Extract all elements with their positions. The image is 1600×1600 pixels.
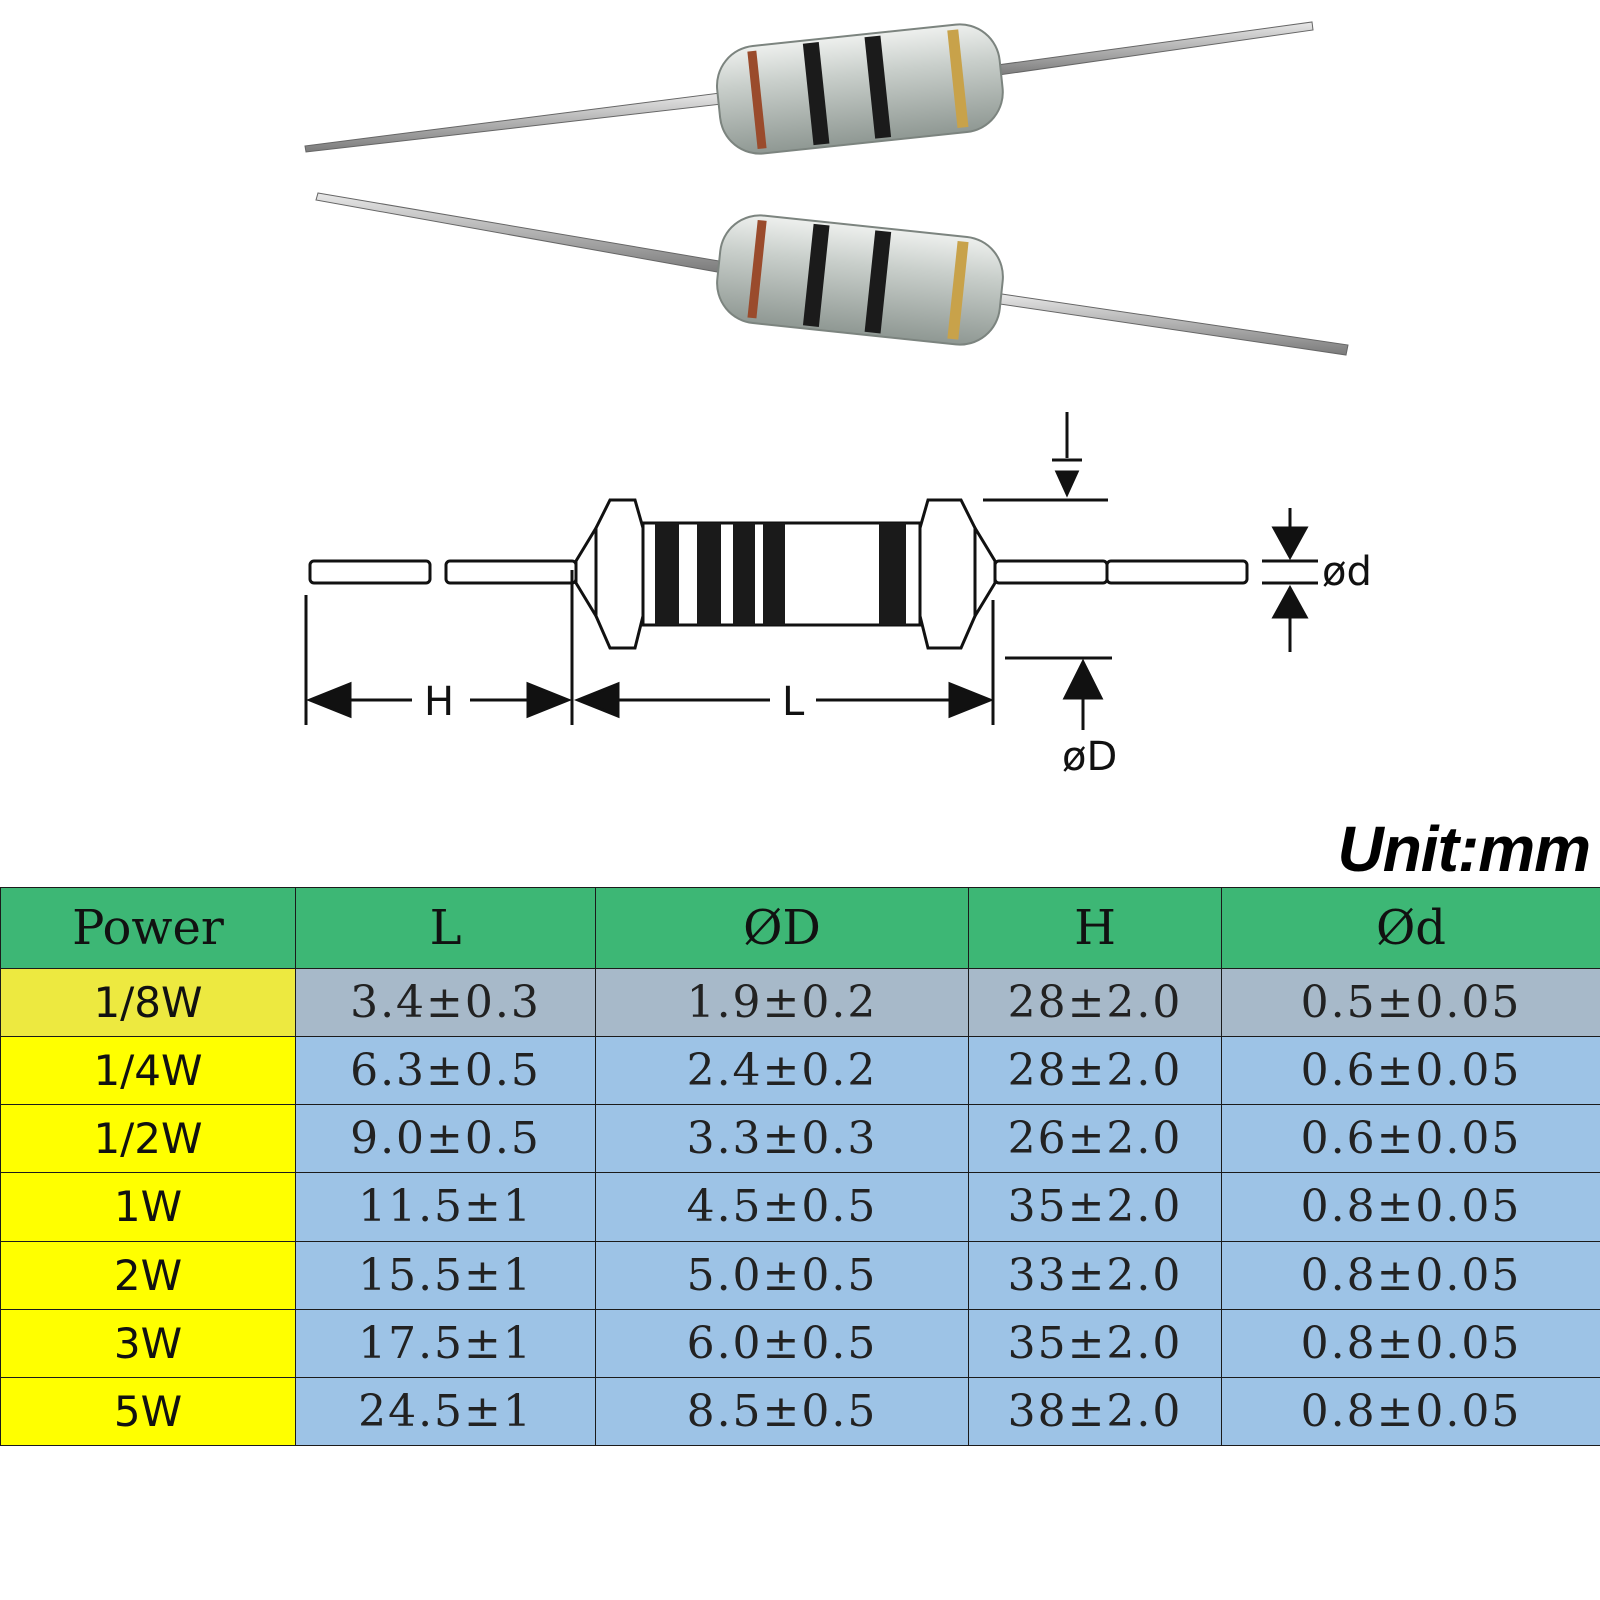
- table-row: 5W 24.5±1 8.5±0.5 38±2.0 0.8±0.05: [0, 1376, 1600, 1447]
- header-h: H: [968, 887, 1222, 969]
- left-lead-outer: [308, 559, 432, 585]
- cell-od-small: 0.5±0.05: [1221, 967, 1600, 1038]
- table-row: 2W 15.5±1 5.0±0.5 33±2.0 0.8±0.05: [0, 1240, 1600, 1310]
- cell-power: 1/8W: [0, 967, 296, 1038]
- cell-power: 1W: [0, 1172, 296, 1242]
- cell-h: 28±2.0: [968, 967, 1222, 1038]
- right-lead-inner: [993, 559, 1109, 585]
- table-row: 1W 11.5±1 4.5±0.5 35±2.0 0.8±0.05: [0, 1172, 1600, 1242]
- cell-od-small: 0.6±0.05: [1221, 1104, 1600, 1174]
- cell-l: 24.5±1: [295, 1376, 596, 1447]
- resistor-top: [304, 21, 1314, 155]
- header-power: Power: [0, 887, 296, 969]
- cell-power: 1/4W: [0, 1036, 296, 1106]
- cell-od-big: 6.0±0.5: [595, 1308, 969, 1378]
- cell-power: 5W: [0, 1376, 296, 1447]
- cell-power: 1/2W: [0, 1104, 296, 1174]
- cell-od-small: 0.8±0.05: [1221, 1240, 1600, 1310]
- cell-l: 9.0±0.5: [295, 1104, 596, 1174]
- cell-h: 26±2.0: [968, 1104, 1222, 1174]
- cell-h: 38±2.0: [968, 1376, 1222, 1447]
- color-bands: [655, 523, 906, 625]
- cell-od-small: 0.6±0.05: [1221, 1036, 1600, 1106]
- dimension-label-h: H: [424, 679, 454, 725]
- cell-l: 15.5±1: [295, 1240, 596, 1310]
- dimension-label-l: L: [782, 679, 805, 725]
- cell-od-big: 3.3±0.3: [595, 1104, 969, 1174]
- resistor-bottom: [315, 192, 1349, 356]
- cell-od-big: 4.5±0.5: [595, 1172, 969, 1242]
- cell-power: 2W: [0, 1240, 296, 1310]
- left-lead-inner: [444, 559, 578, 585]
- cell-od-big: 2.4±0.2: [595, 1036, 969, 1106]
- unit-label: Unit:mm: [1337, 813, 1591, 885]
- dimension-label-od-small: ød: [1322, 549, 1372, 595]
- header-l: L: [295, 887, 596, 969]
- cell-od-small: 0.8±0.05: [1221, 1376, 1600, 1447]
- resistor-photo: [304, 21, 1349, 356]
- table-row: 1/4W 6.3±0.5 2.4±0.2 28±2.0 0.6±0.05: [0, 1036, 1600, 1106]
- cell-od-small: 0.8±0.05: [1221, 1172, 1600, 1242]
- cell-h: 33±2.0: [968, 1240, 1222, 1310]
- table-row: 1/2W 9.0±0.5 3.3±0.3 26±2.0 0.6±0.05: [0, 1104, 1600, 1174]
- cell-l: 6.3±0.5: [295, 1036, 596, 1106]
- cell-h: 35±2.0: [968, 1308, 1222, 1378]
- cell-h: 35±2.0: [968, 1172, 1222, 1242]
- cell-l: 17.5±1: [295, 1308, 596, 1378]
- spec-table: Power L ØD H Ød 1/8W 3.4±0.3 1.9±0.2 28±…: [0, 887, 1600, 1447]
- cell-l: 3.4±0.3: [295, 967, 596, 1038]
- left-end-cap: [594, 498, 645, 650]
- table-header-row: Power L ØD H Ød: [0, 887, 1600, 969]
- table-row: 1/8W 3.4±0.3 1.9±0.2 28±2.0 0.5±0.05: [0, 967, 1600, 1038]
- cell-power: 3W: [0, 1308, 296, 1378]
- cell-h: 28±2.0: [968, 1036, 1222, 1106]
- dimension-diagram: H L øD ød: [304, 412, 1372, 780]
- header-od-big: ØD: [595, 887, 969, 969]
- cell-od-big: 8.5±0.5: [595, 1376, 969, 1447]
- right-lead-outer: [1105, 559, 1249, 585]
- cell-od-big: 1.9±0.2: [595, 967, 969, 1038]
- cell-od-big: 5.0±0.5: [595, 1240, 969, 1310]
- cell-l: 11.5±1: [295, 1172, 596, 1242]
- header-od-small: Ød: [1221, 887, 1600, 969]
- table-row: 3W 17.5±1 6.0±0.5 35±2.0 0.8±0.05: [0, 1308, 1600, 1378]
- cell-od-small: 0.8±0.05: [1221, 1308, 1600, 1378]
- right-end-cap: [918, 498, 977, 650]
- dimension-label-od-big: øD: [1062, 734, 1117, 780]
